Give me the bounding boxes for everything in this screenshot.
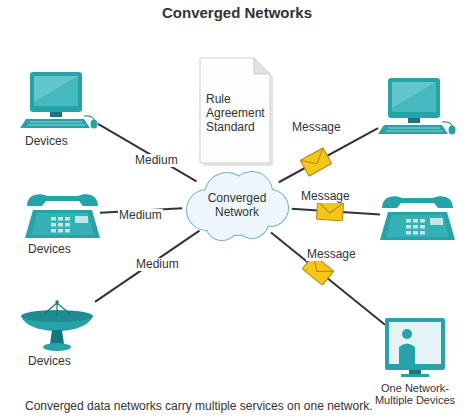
envelope-icon [316, 201, 343, 221]
edge-label: Message [291, 121, 342, 134]
phone-display [75, 216, 88, 223]
phone-face [386, 215, 449, 237]
phone-key [51, 217, 56, 221]
screen [34, 76, 78, 106]
tv-device: One Network- Multiple Devices [385, 318, 445, 380]
monitor-stand [408, 118, 420, 123]
phone-shape [380, 192, 455, 242]
phone-key [420, 219, 425, 223]
phone-key [58, 217, 63, 221]
keyboard-keys [28, 122, 85, 125]
node-label: Devices [28, 242, 98, 256]
edge-label: Message [300, 190, 351, 203]
phone-key [65, 217, 70, 221]
envelope-icon [300, 148, 331, 176]
edge-label: Medium [118, 209, 163, 222]
edge-label: Message [306, 248, 357, 261]
mouse [449, 126, 456, 135]
keyboard-keys [386, 128, 443, 131]
person-head [402, 329, 412, 339]
phone-key [406, 219, 411, 223]
phone-key [65, 229, 70, 233]
page [200, 58, 270, 163]
dish-tip [55, 300, 59, 304]
tv-frame [385, 318, 445, 370]
page-fold [254, 58, 270, 74]
phone-body [380, 212, 455, 240]
phone-key [58, 223, 63, 227]
phone-key [413, 231, 418, 235]
phone-shape [25, 190, 100, 240]
phone-key [406, 231, 411, 235]
envelope-flap [317, 201, 344, 214]
computer-shape [20, 72, 98, 130]
node-label: Devices [25, 134, 95, 148]
medium-line [271, 233, 385, 325]
medium-line [98, 124, 196, 182]
person-body [399, 344, 415, 365]
phone-key [51, 229, 56, 233]
envelope-flap [300, 148, 328, 170]
node-label: Rule Agreement Standard [206, 92, 268, 134]
phone-key [413, 225, 418, 229]
network-cloud: Converged Network [182, 170, 292, 240]
edge-label: Medium [134, 154, 179, 167]
computer-shape [378, 78, 456, 136]
mouse-cord [442, 122, 452, 126]
phone-key [51, 223, 56, 227]
phone-display [430, 218, 443, 225]
phone-device [380, 192, 455, 242]
handset [382, 196, 453, 208]
screen [392, 82, 436, 112]
computer-device [378, 78, 456, 136]
phone-key [406, 225, 411, 229]
keyboard [378, 125, 448, 134]
medium-line [95, 231, 199, 302]
monitor-stand [50, 112, 62, 117]
medium-line [292, 209, 380, 215]
phone-body [25, 210, 100, 238]
phone-device: Devices [25, 190, 100, 240]
dish-stand [50, 330, 64, 344]
tv-screen [389, 322, 441, 364]
node-label: Converged Network [197, 191, 277, 219]
tv-shape [385, 318, 445, 380]
mouse [91, 120, 98, 129]
tv-stand [409, 370, 421, 374]
edge-label: Medium [135, 258, 180, 271]
phone-face [31, 213, 94, 235]
diagram-caption: Converged data networks carry multiple s… [25, 399, 373, 413]
monitor [30, 72, 82, 112]
screen-glare [34, 76, 78, 102]
computer-device: Devices [20, 72, 98, 130]
phone-key [65, 223, 70, 227]
phone-key [413, 219, 418, 223]
screen-glare [392, 82, 436, 108]
diagram-title: Converged Networks [0, 4, 474, 21]
dish-device: Devices [20, 300, 95, 355]
mouse-cord [84, 116, 94, 120]
dish-base [43, 343, 71, 351]
monitor [388, 78, 440, 118]
node-label: One Network- Multiple Devices [370, 382, 460, 406]
handset [27, 194, 98, 206]
node-label: Devices [28, 354, 98, 368]
medium-line [279, 128, 378, 182]
phone-key [420, 225, 425, 229]
dish-feed [44, 302, 70, 316]
phone-key [420, 231, 425, 235]
rule-document: Rule Agreement Standard [200, 58, 270, 163]
dish-shape [20, 300, 95, 355]
phone-key [58, 229, 63, 233]
tv-base [401, 374, 429, 377]
keyboard [20, 119, 90, 128]
